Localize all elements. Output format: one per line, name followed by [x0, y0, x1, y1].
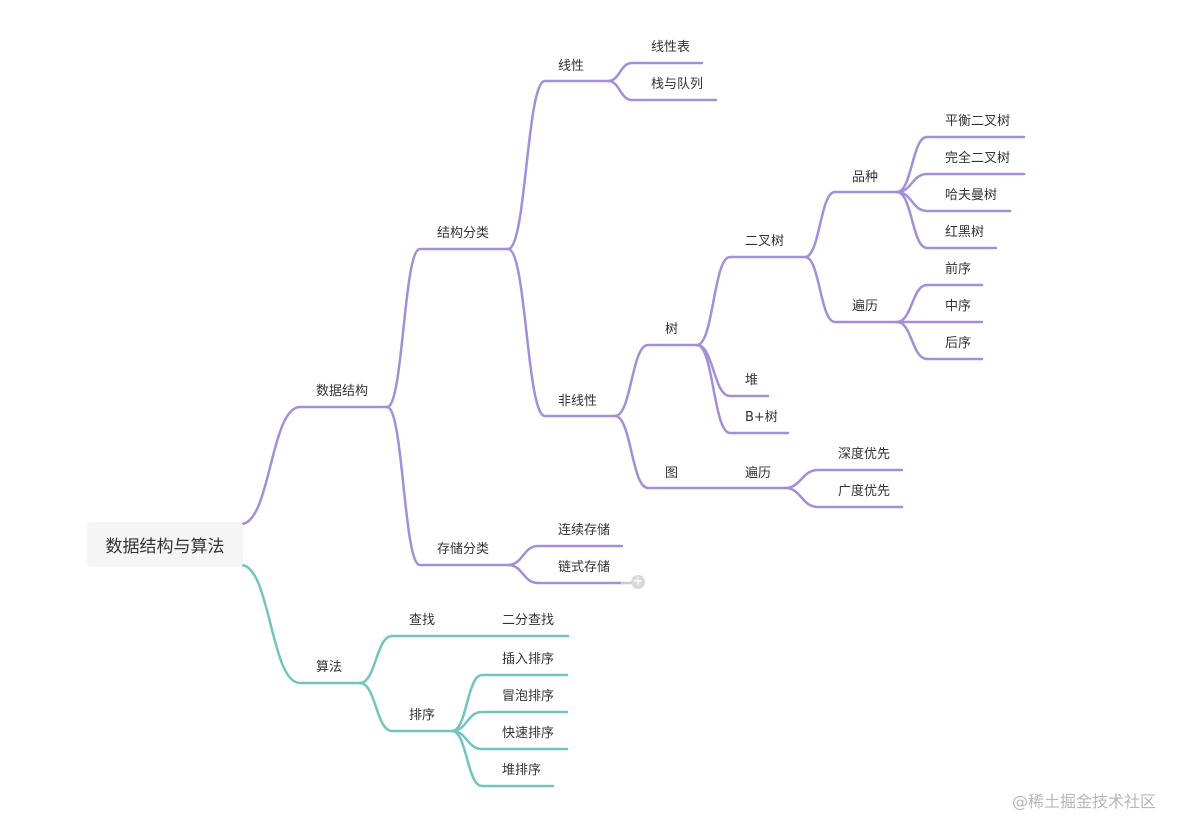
- node-postorder[interactable]: 后序: [945, 336, 972, 351]
- node-graph[interactable]: 图: [665, 466, 679, 481]
- node-inorder[interactable]: 中序: [945, 299, 972, 314]
- node-linked-storage[interactable]: 链式存储: [558, 560, 611, 575]
- node-rb-tree[interactable]: 红黑树: [945, 225, 985, 240]
- node-linear-list[interactable]: 线性表: [651, 40, 691, 55]
- node-data-structure[interactable]: 数据结构: [316, 384, 369, 399]
- watermark: @稀土掘金技术社区: [1012, 792, 1157, 811]
- link-root-algo: [239, 563, 362, 685]
- link-nonlinear-tree: [613, 343, 699, 418]
- link-tree-bplus: [695, 343, 790, 435]
- link-sort-insert: [450, 673, 569, 733]
- link-trav-post: [895, 320, 984, 361]
- node-bplus-tree[interactable]: B+树: [745, 410, 778, 425]
- node-heap[interactable]: 堆: [745, 373, 759, 388]
- link-tree-bt: [695, 255, 807, 347]
- link-algo-search: [358, 634, 570, 685]
- node-binary-search[interactable]: 二分查找: [502, 613, 555, 628]
- node-complete-bt[interactable]: 完全二叉树: [945, 151, 1011, 166]
- link-bt-traversal: [803, 255, 899, 324]
- node-bfs[interactable]: 广度优先: [838, 484, 891, 499]
- link-variety-balanced: [895, 135, 1026, 194]
- node-algorithm[interactable]: 算法: [316, 660, 343, 675]
- node-sequential-storage[interactable]: 连续存储: [558, 523, 611, 538]
- node-nonlinear[interactable]: 非线性: [558, 394, 598, 409]
- node-binary-tree[interactable]: 二叉树: [745, 234, 785, 249]
- node-tree[interactable]: 树: [665, 322, 679, 337]
- link-algo-sort: [358, 681, 454, 733]
- node-preorder[interactable]: 前序: [945, 262, 972, 277]
- node-balanced-bt[interactable]: 平衡二叉树: [945, 114, 1011, 129]
- link-linear-stack: [606, 79, 718, 102]
- link-storage-linked: [506, 563, 624, 585]
- node-variety[interactable]: 品种: [852, 170, 879, 185]
- node-heap-sort[interactable]: 堆排序: [502, 763, 542, 778]
- node-linear[interactable]: 线性: [558, 59, 585, 74]
- node-huffman-tree[interactable]: 哈夫曼树: [945, 188, 998, 203]
- link-ds-storage: [385, 405, 510, 567]
- root-node[interactable]: 数据结构与算法: [87, 522, 243, 567]
- node-storage-class[interactable]: 存储分类: [437, 542, 490, 557]
- plus-circle-icon[interactable]: +: [631, 574, 645, 589]
- link-graph-bfs: [783, 486, 904, 509]
- node-insertion-sort[interactable]: 插入排序: [502, 652, 555, 667]
- node-traversal[interactable]: 遍历: [852, 299, 879, 314]
- node-stack-queue[interactable]: 栈与队列: [651, 77, 704, 92]
- link-structure-linear: [506, 79, 610, 251]
- node-dfs[interactable]: 深度优先: [838, 447, 891, 462]
- node-structure-class[interactable]: 结构分类: [437, 226, 490, 241]
- node-graph-traversal[interactable]: 遍历: [745, 466, 772, 481]
- link-structure-nonlinear: [506, 247, 617, 418]
- node-quick-sort[interactable]: 快速排序: [502, 726, 555, 741]
- link-variety-rb: [895, 190, 998, 250]
- node-bubble-sort[interactable]: 冒泡排序: [502, 689, 555, 704]
- link-sort-heap: [450, 729, 555, 788]
- node-sort[interactable]: 排序: [409, 708, 436, 723]
- link-nonlinear-graph: [613, 414, 787, 490]
- link-root-ds: [239, 405, 389, 526]
- link-ds-structure: [385, 247, 510, 409]
- node-search[interactable]: 查找: [409, 613, 436, 628]
- link-bt-variety: [803, 190, 899, 259]
- link-trav-pre: [895, 283, 984, 324]
